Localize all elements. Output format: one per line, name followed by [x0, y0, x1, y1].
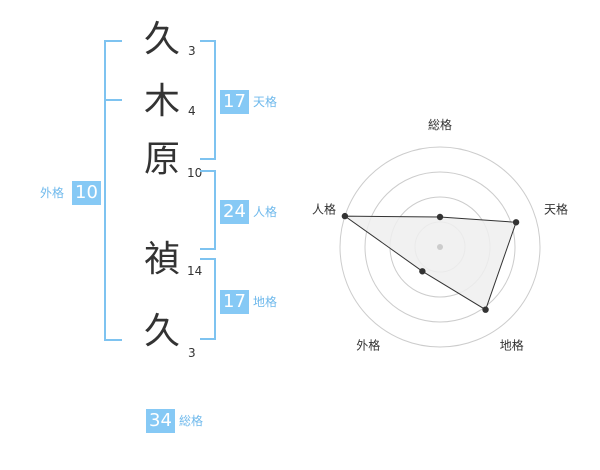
- jinkaku-label: 人格: [253, 205, 278, 219]
- soukaku-label: 総格: [179, 414, 204, 428]
- stroke-count-2: 4: [188, 104, 196, 118]
- tenkaku-bracket: [200, 40, 216, 160]
- tenkaku-value-badge: 17: [220, 90, 249, 114]
- jinkaku-value-badge: 24: [220, 200, 249, 224]
- name-char-5: 久: [143, 311, 180, 352]
- name-char-4: 禎: [143, 239, 180, 280]
- radar-axis-label-3: 地格: [500, 338, 524, 353]
- stroke-count-1: 3: [188, 44, 196, 58]
- radar-point-2: [512, 219, 520, 226]
- radar-data-polygon: [343, 215, 517, 311]
- radar-point-4: [419, 268, 426, 275]
- radar-axis-label-1: 総格: [428, 117, 452, 132]
- gaikaku-bracket-tick: [104, 99, 122, 101]
- name-char-3: 原: [143, 139, 180, 180]
- radar-ring-3: [364, 171, 516, 323]
- radar-axis-label-2: 天格: [544, 201, 568, 216]
- gaikaku-bracket: [104, 40, 122, 341]
- gaikaku-label: 外格: [40, 186, 65, 200]
- name-char-1: 久: [143, 19, 180, 60]
- stroke-count-3: 10: [187, 166, 203, 180]
- name-char-2: 木: [143, 81, 180, 122]
- tenkaku-label: 天格: [253, 95, 278, 109]
- radar-ring-4: [339, 146, 541, 348]
- stroke-count-4: 14: [187, 264, 203, 278]
- chikaku-bracket: [200, 258, 216, 340]
- radar-point-3: [482, 306, 489, 313]
- gaikaku-value-badge: 10: [72, 181, 101, 205]
- radar-center-dot: [437, 244, 443, 250]
- chikaku-value-badge: 17: [220, 290, 249, 314]
- radar-point-5: [341, 212, 349, 220]
- radar-axis-label-5: 人格: [312, 201, 336, 216]
- chikaku-label: 地格: [253, 295, 278, 309]
- radar-points: [341, 212, 520, 313]
- soukaku-value-badge: 34: [146, 409, 175, 433]
- stroke-count-5: 3: [188, 346, 196, 360]
- radar-point-1: [436, 213, 444, 221]
- radar-axis-label-4: 外格: [356, 338, 380, 353]
- jinkaku-bracket: [200, 170, 216, 250]
